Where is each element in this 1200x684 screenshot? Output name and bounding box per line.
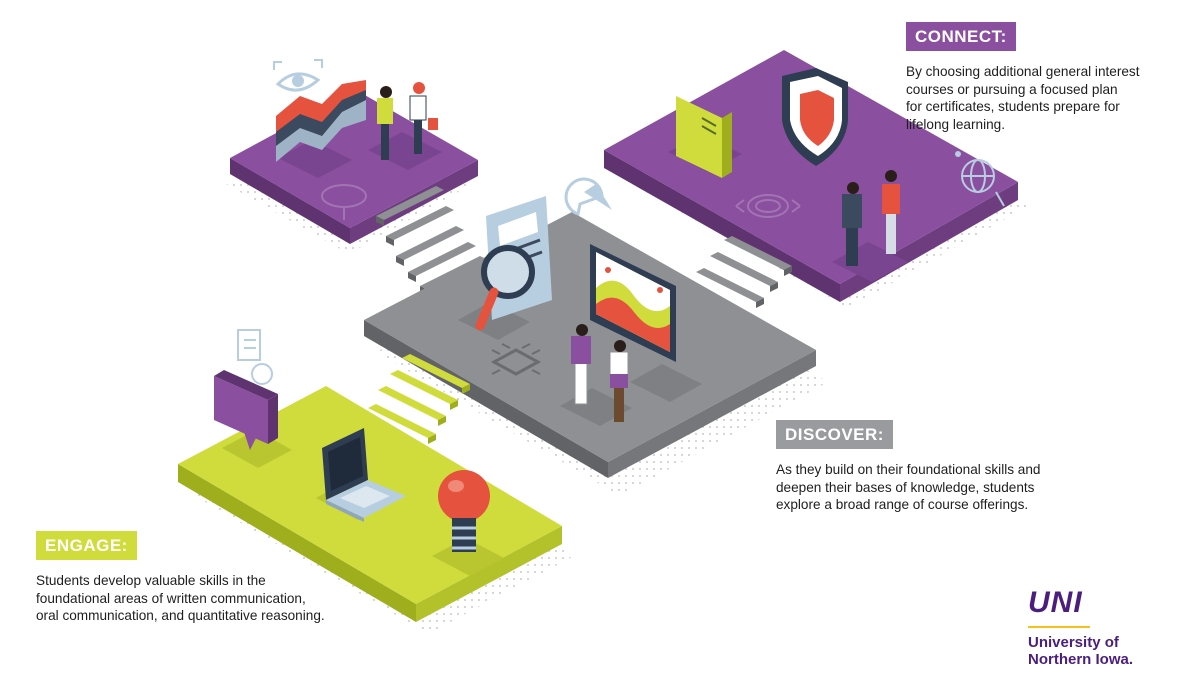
engage-label: ENGAGE: xyxy=(36,531,137,560)
connect-description: By choosing additional general interest … xyxy=(906,64,1140,132)
discover-section: DISCOVER: As they build on their foundat… xyxy=(776,420,1076,514)
shield-icon xyxy=(782,68,848,166)
uni-logo: UNI University of Northern Iowa. xyxy=(1028,588,1158,668)
figures-center xyxy=(571,324,629,422)
pie-chart-icon xyxy=(564,177,612,216)
connect-section: CONNECT: By choosing additional general … xyxy=(906,22,1176,133)
chip-icon xyxy=(490,343,542,376)
line-chart-icon xyxy=(276,80,366,162)
chat-bubble-icon xyxy=(214,370,278,450)
paperclip-document-icon xyxy=(237,329,273,385)
discover-label: DISCOVER: xyxy=(776,420,893,449)
fingerprint-icon xyxy=(735,194,801,218)
engage-section: ENGAGE: Students develop valuable skills… xyxy=(36,531,366,625)
eye-icon xyxy=(273,59,323,92)
handshake-figures-right xyxy=(842,170,900,266)
handshake-figures-top xyxy=(377,82,438,160)
uni-logo-mark: UNI xyxy=(1028,586,1083,619)
monitor-chart-icon xyxy=(590,244,676,362)
laptop-icon xyxy=(322,428,406,522)
discover-description: As they build on their foundational skil… xyxy=(776,462,1041,512)
engage-description: Students develop valuable skills in the … xyxy=(36,573,325,623)
document-icon xyxy=(676,96,732,473)
connect-label: CONNECT: xyxy=(906,22,1016,51)
uni-logo-name: University of Northern Iowa. xyxy=(1028,634,1134,668)
globe-icon xyxy=(955,151,1005,207)
lightbulb-icon xyxy=(438,470,490,552)
magnifier-icon xyxy=(475,196,552,331)
uni-logo-rule xyxy=(1028,626,1090,628)
